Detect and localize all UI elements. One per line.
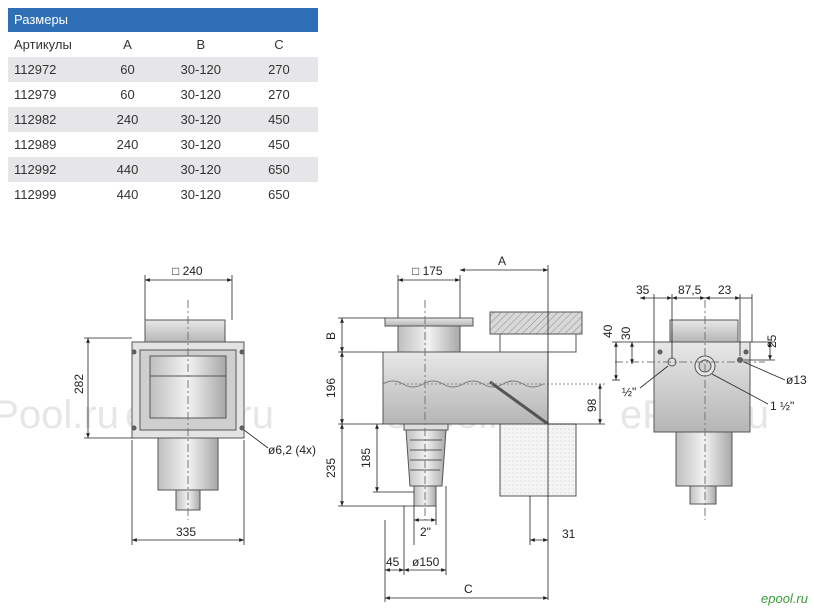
side-45-label: 45 <box>386 555 400 569</box>
cell-article: 112972 <box>8 57 94 82</box>
cell-c: 650 <box>268 187 290 202</box>
rear-25-label: 25 <box>765 334 779 348</box>
side-pool-wall <box>499 423 577 497</box>
cell-a: 240 <box>116 137 139 152</box>
rear-half-label: ½" <box>622 385 636 399</box>
cell-a: 60 <box>93 57 162 82</box>
side-235-label: 235 <box>324 458 338 478</box>
cell-a: 240 <box>93 107 162 132</box>
cell-b: 30-120 <box>180 187 222 202</box>
cell-a: 440 <box>116 187 139 202</box>
table-row: 112989 240 30-120 450 <box>8 132 318 157</box>
front-bottom-width-label: 335 <box>176 525 196 539</box>
side-body <box>382 351 549 425</box>
table-row: 112982 240 30-120 450 <box>8 107 318 132</box>
front-top-width-label: □ 240 <box>172 264 203 278</box>
cell-c: 450 <box>239 107 318 132</box>
rear-23-label: 23 <box>718 283 732 297</box>
dimensions-table: Размеры Артикулы A B C 112972 60 30-120 … <box>8 8 318 207</box>
rear-lower-body <box>675 431 733 487</box>
col-header-b: B <box>196 37 206 52</box>
cell-a: 440 <box>93 157 162 182</box>
cell-article: 112979 <box>14 87 57 102</box>
side-dimensions <box>338 265 605 602</box>
rear-13-label: ø13 <box>786 373 807 387</box>
rear-outlet <box>689 485 717 505</box>
table-row: 112979 60 30-120 270 <box>8 82 318 107</box>
col-header-article: Артикулы <box>14 37 72 52</box>
side-basket <box>405 429 447 487</box>
cell-b: 30-120 <box>180 87 222 102</box>
watermark-text-1: ePool.ru <box>0 393 119 437</box>
col-header-c: C <box>274 37 284 52</box>
cell-b: 30-120 <box>161 157 240 182</box>
rear-35-label: 35 <box>636 283 650 297</box>
side-view <box>382 300 605 520</box>
cell-b: 30-120 <box>180 137 222 152</box>
front-view <box>131 300 245 520</box>
side-pipe-label: 2" <box>420 525 431 539</box>
col-header-a: A <box>123 37 132 52</box>
front-height-label: 282 <box>72 374 86 394</box>
side-31-label: 31 <box>562 527 576 541</box>
cell-b: 30-120 <box>161 57 240 82</box>
dimensions-grid: Артикулы A B C 112972 60 30-120 270 1129… <box>8 32 318 207</box>
cell-c: 270 <box>268 87 290 102</box>
rear-view <box>615 300 765 520</box>
side-150-label: ø150 <box>412 555 440 569</box>
table-title: Размеры <box>8 8 318 32</box>
rear-dimensions <box>612 294 786 405</box>
rear-one-half-label: 1 ½" <box>770 399 794 413</box>
side-top-width-label: □ 175 <box>412 264 443 278</box>
brand-logo: epool.ru <box>761 591 808 606</box>
rear-top-flange <box>669 319 739 343</box>
table-row: 112972 60 30-120 270 <box>8 57 318 82</box>
table-row: 112999 440 30-120 650 <box>8 182 318 207</box>
table-header-row: Артикулы A B C <box>8 32 318 57</box>
side-b-label: B <box>324 332 338 340</box>
cell-article: 112982 <box>8 107 94 132</box>
cell-article: 112989 <box>14 137 57 152</box>
cell-article: 112999 <box>14 187 57 202</box>
cell-c: 650 <box>239 157 318 182</box>
side-deck-slab <box>489 311 583 335</box>
side-c-label: C <box>464 582 473 596</box>
rear-40-label: 40 <box>601 324 615 338</box>
table-row: 112992 440 30-120 650 <box>8 157 318 182</box>
side-a-label: A <box>498 254 506 268</box>
front-holes-label: ø6,2 (4x) <box>268 443 316 457</box>
side-top-flange <box>384 317 474 327</box>
cell-a: 60 <box>120 87 135 102</box>
rear-30-label: 30 <box>619 326 633 340</box>
cell-b: 30-120 <box>161 107 240 132</box>
side-196-label: 196 <box>324 378 338 398</box>
front-top-flange <box>144 319 226 343</box>
cell-c: 450 <box>268 137 290 152</box>
side-98-label: 98 <box>585 398 599 412</box>
front-dimensions <box>84 275 269 545</box>
side-185-label: 185 <box>359 448 373 468</box>
cell-c: 270 <box>239 57 318 82</box>
rear-87-label: 87,5 <box>678 283 702 297</box>
side-neck <box>397 325 461 355</box>
cell-article: 112992 <box>8 157 94 182</box>
